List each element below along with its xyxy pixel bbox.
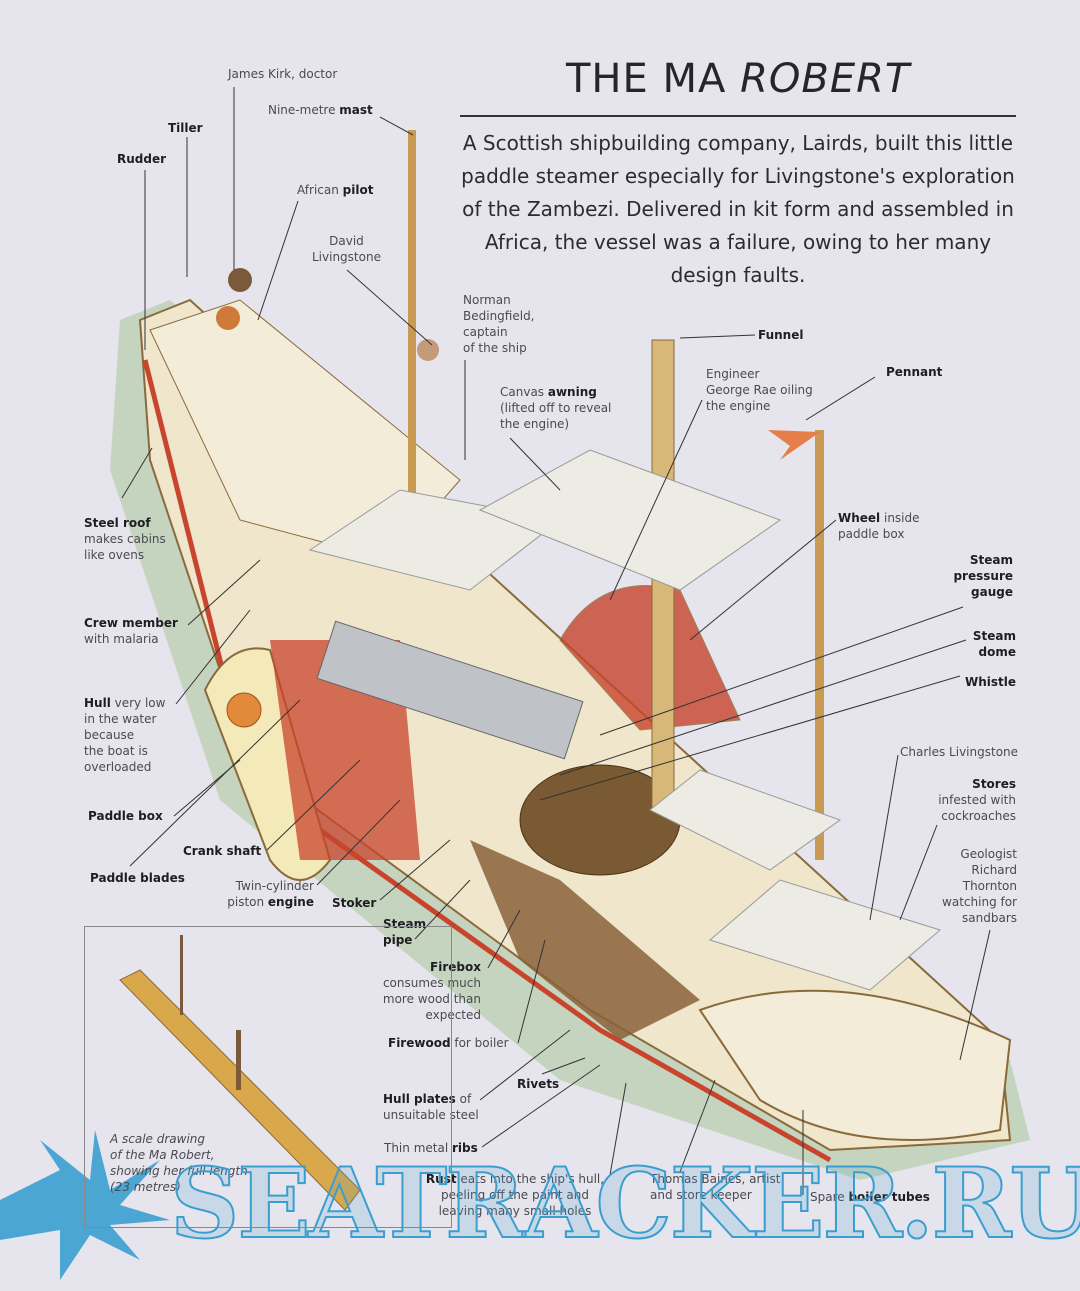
- label-boiler-tubes: Spare boiler tubes: [810, 1190, 930, 1204]
- intro-paragraph: A Scottish shipbuilding company, Lairds,…: [461, 131, 1015, 287]
- figure-pilot: [216, 306, 240, 330]
- pennant: [768, 430, 820, 460]
- main-mast: [408, 130, 416, 500]
- label-rust: Rust eats into the ship's hull,peeling o…: [425, 1172, 605, 1218]
- label-charles-livingstone: Charles Livingstone: [900, 745, 1019, 759]
- engine: [316, 620, 584, 760]
- page-title: THE MA ROBERT: [566, 56, 910, 102]
- label-tiller: Tiller: [168, 121, 203, 135]
- label-crank-shaft: Crank shaft: [183, 844, 262, 858]
- label-stoker: Stoker: [332, 896, 377, 910]
- label-pennant: Pennant: [886, 365, 943, 379]
- awning-rear: [708, 879, 942, 991]
- label-mast: Nine-metre mast: [268, 103, 373, 117]
- title-italic: ROBERT: [740, 56, 911, 102]
- firewood: [470, 840, 700, 1040]
- label-paddle-box: Paddle box: [88, 809, 163, 823]
- inset-funnel: [236, 1030, 241, 1090]
- label-james-kirk: James Kirk, doctor: [228, 67, 338, 81]
- label-ribs: Thin metal ribs: [384, 1141, 478, 1155]
- hull-red-stripe: [142, 359, 832, 1163]
- label-rudder: Rudder: [117, 152, 167, 166]
- canvas-awning: [478, 449, 782, 591]
- label-african-pilot: African pilot: [297, 183, 374, 197]
- rear-mast: [815, 430, 824, 860]
- label-firewood: Firewood for boiler: [388, 1036, 509, 1050]
- label-paddle-blades: Paddle blades: [90, 871, 185, 885]
- label-rivets: Rivets: [517, 1077, 560, 1091]
- inset-scale-drawing-frame: [84, 926, 452, 1228]
- title-rule: [460, 115, 1016, 117]
- figure-kirk: [228, 268, 252, 292]
- watermark-sunburst-icon: [0, 1130, 170, 1280]
- label-funnel: Funnel: [758, 328, 804, 342]
- watermark-text: SEATRACKER.RU: [169, 1147, 1080, 1260]
- stern: [698, 989, 1012, 1141]
- paddle-box-ornament: [226, 692, 262, 728]
- awning-mid: [649, 769, 842, 871]
- title-upright: THE MA: [566, 56, 741, 102]
- label-whistle: Whistle: [964, 675, 1016, 689]
- leader-lines: [121, 87, 991, 1195]
- figure-captain: [417, 339, 439, 361]
- inset-mast: [180, 935, 183, 1015]
